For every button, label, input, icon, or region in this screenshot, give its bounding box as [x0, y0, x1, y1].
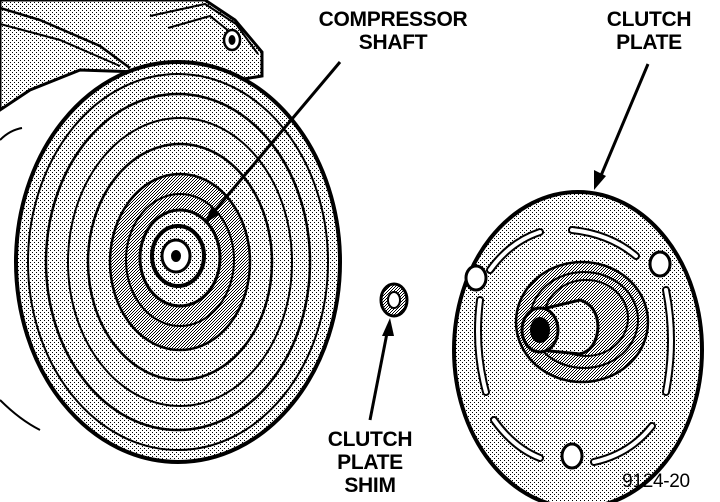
clutch-plate-label-line-2: PLATE [616, 31, 682, 54]
figure-number: 9124-20 [622, 471, 690, 492]
clutch-plate-label-line-1: CLUTCH [606, 8, 692, 31]
compressor-shaft-label-line-1: COMPRESSOR [318, 8, 468, 31]
clutch-plate-shim-label-line-2: PLATE [337, 451, 403, 474]
clutch-plate-shim [379, 282, 409, 318]
clutch-plate-label: CLUTCH PLATE [604, 8, 694, 54]
clutch-plate-shim-label-line-1: CLUTCH [327, 428, 413, 451]
clutch-plate-shim-label: CLUTCH PLATE SHIM [322, 428, 418, 497]
compressor-shaft-label: COMPRESSOR SHAFT [318, 8, 468, 54]
clutch-plate-leader [594, 63, 650, 190]
clutch-plate-shim-label-line-3: SHIM [344, 474, 396, 497]
compressor-shaft-label-line-2: SHAFT [358, 31, 428, 54]
compressor-shaft-leader [204, 61, 342, 224]
pulley-assembly [0, 60, 342, 464]
clutch-plate-shim-leader [368, 318, 394, 421]
clutch-plate [452, 190, 704, 502]
